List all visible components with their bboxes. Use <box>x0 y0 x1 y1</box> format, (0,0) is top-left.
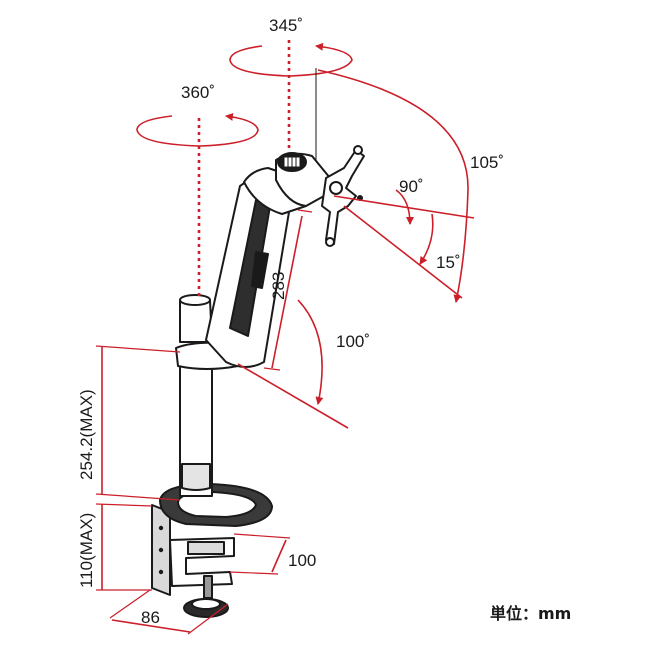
pole-height-label: 254.2(MAX) <box>77 389 96 480</box>
tilt-label-90: 90˚ <box>399 177 424 196</box>
clamp-height-label: 110(MAX) <box>77 512 96 588</box>
arc-105 <box>317 69 469 303</box>
rotation-label-360: 360˚ <box>181 83 216 102</box>
arc-100 <box>297 299 324 405</box>
arc-90 <box>395 189 414 225</box>
dimension-lines <box>95 40 475 635</box>
base-width-label: 86 <box>141 608 160 627</box>
arm-length-label: 283 <box>269 271 288 300</box>
arm-angle-label: 100˚ <box>336 332 371 351</box>
monitor-arm-drawing <box>151 145 365 618</box>
unit-label: 単位：mm <box>490 604 572 623</box>
rotation-label-345: 345˚ <box>269 16 304 35</box>
swing-label-105: 105˚ <box>470 153 505 172</box>
tilt-label-15: 15˚ <box>436 253 461 272</box>
clamp-depth-label: 100 <box>288 551 317 570</box>
arc-15 <box>419 213 434 265</box>
